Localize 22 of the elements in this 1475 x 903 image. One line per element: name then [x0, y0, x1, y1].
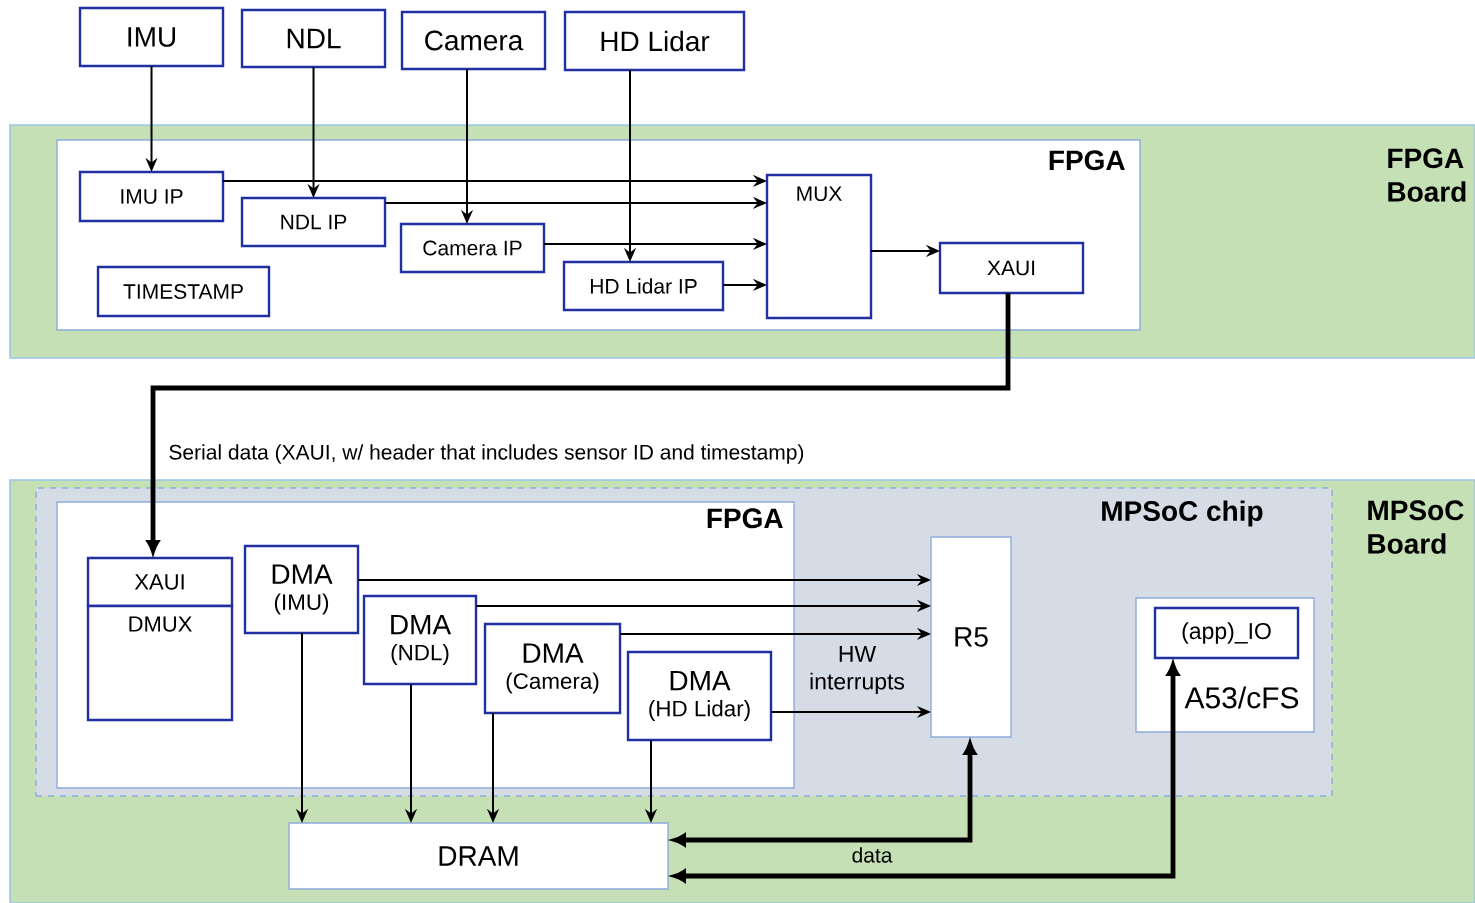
- sensor-box: HD Lidar: [563, 10, 746, 72]
- dma-block: DMA (Camera): [483, 622, 622, 715]
- dma-block: DMA (IMU): [243, 544, 360, 635]
- sensor-box: Camera: [400, 10, 547, 71]
- edge-label: Serial data (XAUI, w/ header that includes sensor ID and timestamp): [166, 442, 807, 466]
- memory-block: DRAM: [288, 822, 669, 890]
- ip-block: NDL IP: [240, 196, 387, 248]
- annotation-text: HW interrupts: [810, 645, 905, 695]
- sensor-box: IMU: [78, 6, 225, 68]
- xaui-block: XAUI: [86, 556, 234, 608]
- ip-block: IMU IP: [78, 170, 225, 223]
- mux-block: MUX: [765, 173, 873, 320]
- io-block: (app)_IO: [1153, 606, 1300, 660]
- xaui-block: XAUI: [938, 241, 1085, 295]
- edge-label: data: [849, 845, 895, 865]
- dma-block: DMA (NDL): [362, 594, 478, 686]
- processor-block: R5: [930, 536, 1012, 738]
- timestamp-block: TIMESTAMP: [96, 265, 271, 318]
- sensor-box: NDL: [240, 8, 387, 69]
- dma-block: DMA (HD Lidar): [626, 650, 773, 742]
- ip-block: Camera IP: [399, 222, 546, 274]
- ip-block: HD Lidar IP: [562, 260, 725, 312]
